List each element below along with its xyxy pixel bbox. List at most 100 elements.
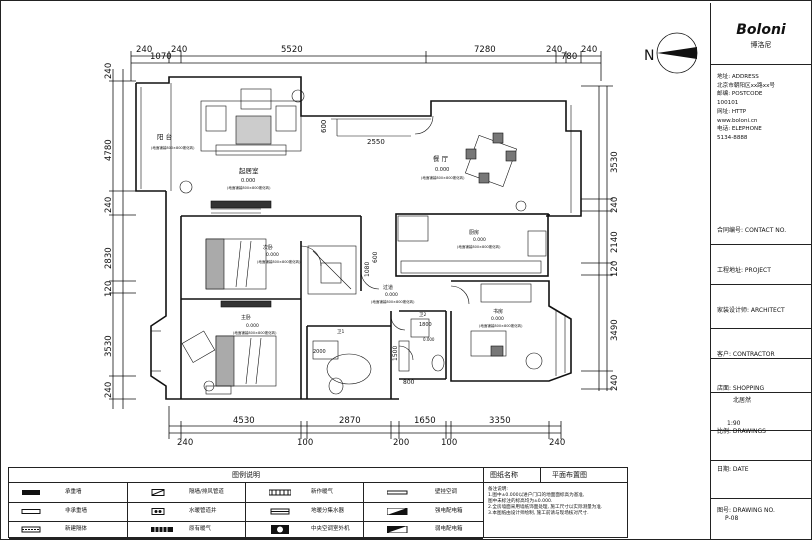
address-line: www.boloni.cn	[717, 117, 758, 124]
dim-inner-2550: 2550	[367, 138, 385, 146]
existing-radiator-icon	[151, 527, 173, 532]
dim-bottom-8: 240	[549, 438, 565, 448]
power-panel-icon	[387, 508, 408, 515]
dim-bottom-3: 2870	[339, 416, 361, 426]
dim-bottom-7: 3350	[489, 416, 511, 426]
north-arrow-icon	[656, 32, 698, 74]
scale-cell: 1:90 比例: DRAWINGS	[711, 420, 811, 461]
dim-right-0: 3530	[610, 151, 620, 173]
dim-left-2: 240	[104, 197, 114, 213]
drawing-no-value: P-08	[725, 515, 739, 522]
room-kitchen-level: 0.000	[473, 237, 486, 243]
dim-left-4: 120	[104, 281, 114, 297]
dim-right-4: 3490	[610, 319, 620, 341]
drawing-name-block: 图纸名称 平面布置图 备注说明: 1.图中±0.000以进户门口的地面面标高为基…	[484, 467, 628, 538]
room-master-label: 主卧	[241, 314, 251, 321]
address-line: 邮编: POSTCODE	[717, 91, 763, 98]
address-line: 北京市朝阳区xx路xx号	[717, 82, 775, 89]
brand-logo: Boloni 博洛尼	[711, 3, 811, 50]
drawing-notes: 备注说明: 1.图中±0.000以进户门口的地面面标高为基准, 图中未标注的标高…	[488, 487, 602, 517]
ac-outdoor-unit-icon	[271, 525, 289, 534]
legend-item: 承重墙	[9, 483, 127, 502]
brand-name-cn: 博洛尼	[750, 41, 772, 49]
dim-bottom-4: 200	[393, 438, 409, 448]
legend-item: 隔墙/排风管道	[127, 483, 245, 502]
dim-right-1: 240	[610, 197, 620, 213]
note-line: 3.本图纸由设计师绘制, 施工前请与现场核对尺寸.	[488, 511, 589, 516]
dim-top-main-0: 5520	[281, 45, 303, 55]
scale-value: 1:90	[727, 420, 741, 427]
date-cell: 日期: DATE	[711, 461, 811, 499]
dim-left-5: 3530	[104, 335, 114, 357]
dim-top-right-0: 240	[546, 45, 562, 55]
room-kitchen-label: 厨房	[469, 229, 479, 236]
legend-item: 原有暖气	[127, 521, 245, 538]
new-radiator-icon	[269, 489, 291, 496]
room-master-note: (地面铺装800×800玻化砖)	[233, 330, 277, 335]
dim-right-5: 240	[610, 375, 620, 391]
room-bedroom2-level: 0.000	[266, 252, 279, 258]
dim-bottom-0: 240	[177, 438, 193, 448]
contractor-label: 客户: CONTRACTOR	[717, 351, 775, 358]
dim-top-right-1: 780	[561, 52, 577, 62]
room-bath2-label: 卫2	[419, 312, 426, 318]
dim-top-right-2: 240	[581, 45, 597, 55]
low-voltage-panel-icon	[387, 526, 408, 533]
room-dining-level: 0.000	[435, 167, 449, 173]
dim-inner-2000: 2000	[313, 349, 326, 355]
drawing-name-header: 图纸名称 平面布置图	[484, 468, 627, 483]
address-line: 100101	[717, 100, 739, 107]
room-study-level: 0.000	[491, 316, 504, 322]
room-bath1-label: 卫1	[337, 329, 344, 335]
architect-cell: 家装设计师: ARCHITECT	[711, 307, 811, 359]
north-label: N	[644, 48, 654, 64]
dim-left-0: 240	[104, 63, 114, 79]
room-bath-level: 0.000	[423, 337, 435, 342]
legend-item: 中央空调室外机	[245, 521, 363, 538]
legend-item: 地暖分集水器	[245, 502, 363, 521]
date-label: 日期: DATE	[717, 466, 749, 473]
drawing-no-cell: 图号: DRAWING NO. P-08	[711, 499, 811, 539]
address-line: 网址: HTTP	[717, 108, 747, 115]
dim-inner-1500: 1500	[392, 346, 399, 361]
partition-wall-icon	[21, 509, 41, 514]
legend-title: 图例说明	[9, 468, 483, 483]
shop-name: 北居然	[733, 397, 752, 404]
drawing-no-label: 图号: DRAWING NO.	[717, 507, 775, 514]
contact-cell: 合同编号: CONTACT NO.	[711, 227, 811, 285]
notes-title: 备注说明:	[488, 487, 508, 492]
legend-row: 非承重墙 水暖管道井 地暖分集水器 强电配电箱	[9, 502, 483, 522]
dim-bottom-5: 1650	[414, 416, 436, 426]
bearing-wall-icon	[22, 490, 40, 495]
new-wall-icon	[21, 526, 41, 533]
dim-bottom-2: 100	[297, 438, 313, 448]
drawing-name-label: 图纸名称	[490, 471, 518, 479]
room-living-level: 0.000	[241, 178, 255, 184]
legend-item: 水暖管道井	[127, 502, 245, 521]
room-study-label: 书房	[493, 308, 503, 315]
room-kitchen-note: (地面铺装800×800玻化砖)	[457, 244, 501, 249]
room-living-note: (地面铺装800×800玻化砖)	[227, 185, 271, 190]
address-line: 5134-8888	[717, 134, 748, 141]
legend-item: 新作暖气	[245, 483, 363, 502]
address-line: 电话: ELEPHONE	[717, 126, 762, 133]
note-line: 图中未标注的标高均为±0.000.	[488, 499, 553, 504]
dim-inner-600: 600	[320, 120, 328, 133]
dim-bottom-6: 100	[441, 438, 457, 448]
room-dining-label: 餐 厅	[433, 154, 449, 163]
room-living-label: 起居室	[239, 166, 259, 175]
dim-right-2: 2140	[610, 231, 620, 253]
title-block: Boloni 博洛尼 地址: ADDRESS 北京市朝阳区xx路xx号 邮编: …	[710, 3, 811, 539]
address-block: 地址: ADDRESS 北京市朝阳区xx路xx号 邮编: POSTCODE 10…	[717, 73, 775, 143]
note-line: 2.全房墙面采用墙纸饰面处理, 施工尺寸以实际测量为准.	[488, 505, 603, 510]
room-dining-note: (地面铺装800×800玻化砖)	[421, 175, 465, 180]
legend-row: 承重墙 隔墙/排风管道 新作暖气 壁挂空调	[9, 483, 483, 503]
manifold-icon	[270, 508, 290, 515]
dim-top-1: 1070	[150, 52, 172, 62]
room-master-level: 0.000	[246, 323, 259, 329]
dim-top-0: 240	[136, 45, 152, 55]
dim-inner-600b: 600	[372, 251, 379, 263]
dim-inner-1800: 1800	[419, 322, 432, 328]
drawing-name-value: 平面布置图	[552, 471, 587, 479]
wall-ac-icon	[387, 490, 408, 495]
